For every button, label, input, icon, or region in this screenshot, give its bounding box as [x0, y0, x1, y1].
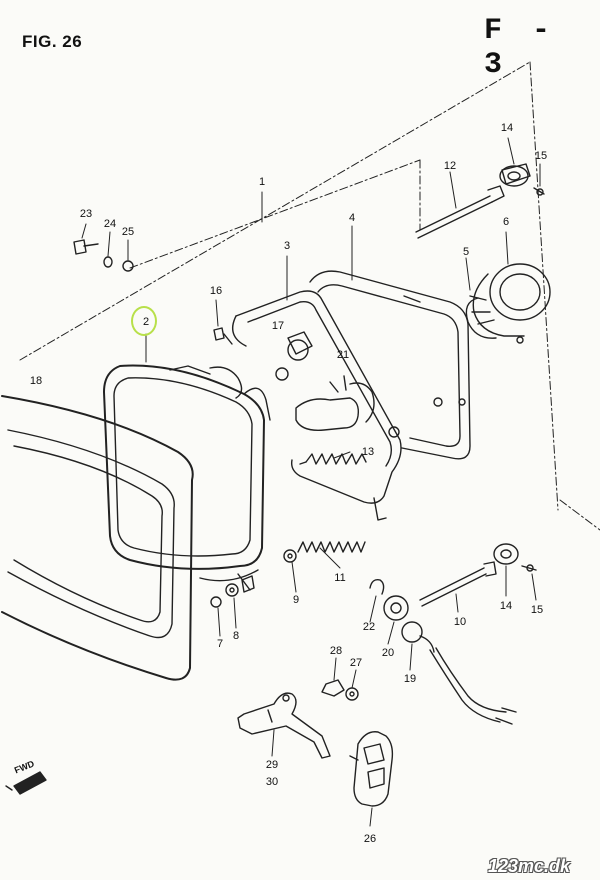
highlight-ring: [131, 306, 157, 336]
callout-5[interactable]: 5: [462, 246, 470, 258]
callout-7[interactable]: 7: [216, 638, 224, 650]
lamp-bracket: [237, 692, 331, 759]
page-code: F - 3: [484, 14, 557, 82]
callout-30[interactable]: 30: [265, 776, 279, 788]
assembly-boundary-lines: [19, 61, 600, 531]
callout-20[interactable]: 20: [381, 647, 395, 659]
callout-4[interactable]: 4: [348, 212, 356, 224]
callout-18[interactable]: 18: [29, 375, 43, 387]
adjuster-nut-lower: [493, 543, 537, 572]
callout-10[interactable]: 10: [453, 616, 467, 628]
callout-13[interactable]: 13: [361, 446, 375, 458]
callout-12[interactable]: 12: [443, 160, 457, 172]
headlight-housing: [309, 270, 471, 460]
callout-2[interactable]: 2: [142, 316, 150, 328]
callout-15-lower[interactable]: 15: [530, 604, 544, 616]
pilot-lamp-assembly: [369, 578, 517, 725]
fasteners-upper: [73, 239, 233, 345]
adjusting-spring: [299, 453, 367, 465]
callout-9[interactable]: 9: [292, 594, 300, 606]
washers: [210, 575, 255, 608]
callout-16[interactable]: 16: [209, 285, 223, 297]
callout-15-upper[interactable]: 15: [534, 150, 548, 162]
adjuster-nut-upper: [499, 163, 545, 196]
callout-17[interactable]: 17: [271, 320, 285, 332]
callout-6[interactable]: 6: [502, 216, 510, 228]
sealed-beam-unit: [103, 364, 271, 591]
leader-lines: [81, 137, 541, 827]
headlight-rim: [1, 395, 194, 681]
forward-arrow: [5, 771, 47, 795]
bulb: [295, 375, 375, 431]
callout-24[interactable]: 24: [103, 218, 117, 230]
callout-11[interactable]: 11: [334, 572, 346, 584]
callout-29[interactable]: 29: [265, 759, 279, 771]
position-lamp: [349, 731, 394, 807]
callout-26[interactable]: 26: [363, 833, 377, 845]
callout-21[interactable]: 21: [336, 349, 350, 361]
callout-19[interactable]: 19: [403, 673, 417, 685]
callout-27[interactable]: 27: [349, 657, 363, 669]
callout-3[interactable]: 3: [283, 240, 291, 252]
mounting-bracket: [232, 290, 402, 521]
figure-title: FIG. 26: [22, 32, 83, 51]
callout-28[interactable]: 28: [329, 645, 343, 657]
callout-8[interactable]: 8: [232, 630, 240, 642]
socket-cover: [465, 263, 551, 344]
adjusting-screw-lower: [419, 561, 497, 607]
lower-spring: [283, 541, 366, 563]
callout-14-lower[interactable]: 14: [499, 600, 513, 612]
callout-22[interactable]: 22: [362, 621, 376, 633]
callout-1[interactable]: 1: [258, 176, 266, 188]
callout-25[interactable]: 25: [121, 226, 135, 238]
watermark: 123mc.dk: [488, 856, 571, 876]
callout-14-upper[interactable]: 14: [500, 122, 514, 134]
callout-23[interactable]: 23: [79, 208, 93, 220]
adjusting-screw-upper: [415, 185, 505, 239]
